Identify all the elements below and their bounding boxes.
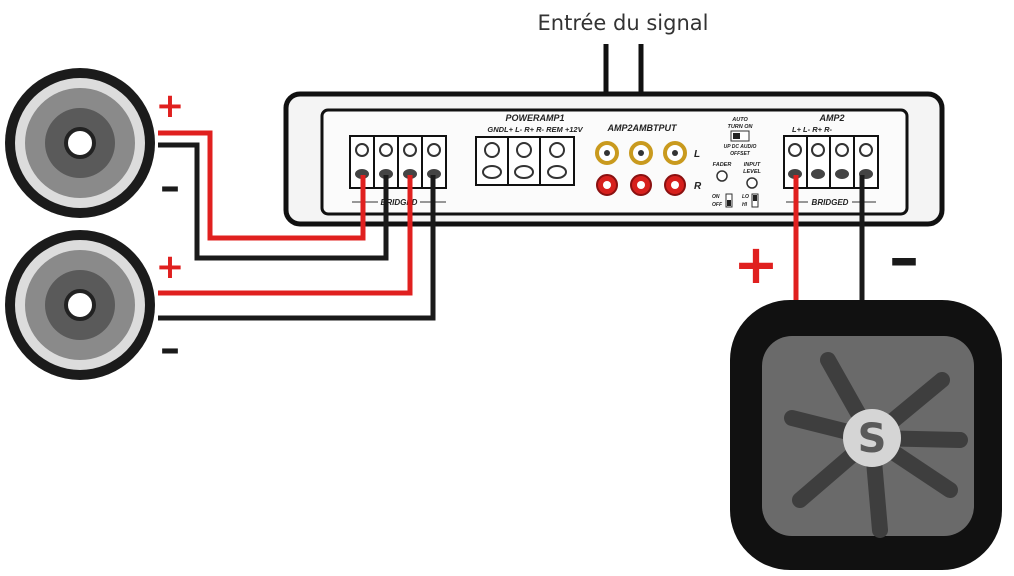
auto-label: AUTO [731, 117, 748, 123]
rca-jacks-right [596, 174, 686, 196]
subwoofer: S [730, 300, 1002, 570]
amplifier: BRIDGED POWERAMP1 GNDL+ L- R+ R- REM +12… [283, 91, 945, 227]
poweramp1-terminals-label: GNDL+ L- R+ R- REM +12V [487, 125, 583, 134]
speaker1-wires [158, 130, 389, 261]
offset-label: OFFSET [730, 151, 751, 157]
subwoofer-logo-badge [843, 409, 901, 467]
fader-on-label: ON [712, 194, 720, 200]
speaker1-minus-label: – [160, 164, 180, 210]
rca-jacks-left [595, 141, 687, 165]
speaker1-positive-wire [158, 130, 366, 241]
speaker2-minus-label: – [160, 326, 180, 372]
level-label: LEVEL [743, 169, 761, 175]
input-label: INPUT [744, 162, 761, 168]
bridged-right-label: BRIDGED [812, 198, 849, 207]
amp2-label: AMP2 [818, 113, 844, 123]
fader-off-label: OFF [712, 202, 723, 208]
rca-label: AMP2AMBTPUT [607, 123, 679, 133]
speaker1-negative-wire [158, 142, 389, 261]
speaker1-plus-label: + [156, 86, 185, 126]
speaker-1 [5, 68, 155, 218]
fader-label: FADER [713, 162, 732, 168]
subwoofer-minus-label: – [889, 223, 919, 293]
amp2-section: AMP2 L+ L- R+ R- BRIDGED [783, 113, 879, 207]
fader-knob [716, 170, 728, 182]
controls-section: AUTO TURN ON UP DC AUDIO OFFSET FADER ON… [712, 117, 761, 208]
speaker-2 [5, 230, 155, 380]
speaker2-negative-wire [158, 175, 436, 321]
speaker2-plus-label: + [156, 247, 185, 287]
turn-on-label: TURN ON [727, 124, 753, 130]
input-lo-label: LO [742, 194, 749, 200]
subwoofer-plus-label: + [733, 233, 778, 296]
subwoofer-wires [793, 175, 865, 305]
signal-input-title: Entrée du signal [538, 11, 709, 35]
speaker2-positive-wire [158, 175, 413, 296]
input-hi-label: HI [742, 202, 748, 208]
poweramp1-section: POWERAMP1 GNDL+ L- R+ R- REM +12V [475, 113, 584, 186]
left-terminal-block: BRIDGED [349, 135, 447, 207]
poweramp1-label: POWERAMP1 [505, 113, 564, 123]
speaker2-wires [158, 175, 436, 321]
rca-right-label: R [694, 181, 702, 192]
switch-options-label: UP DC AUDIO [724, 144, 757, 150]
rca-section: AMP2AMBTPUT L R [595, 123, 702, 196]
rca-left-label: L [694, 149, 700, 160]
subwoofer-logo: S [858, 416, 887, 462]
input-level-knob [746, 177, 758, 189]
bridged-left-label: BRIDGED [381, 198, 418, 207]
amp2-terminals-label: L+ L- R+ R- [792, 125, 833, 134]
